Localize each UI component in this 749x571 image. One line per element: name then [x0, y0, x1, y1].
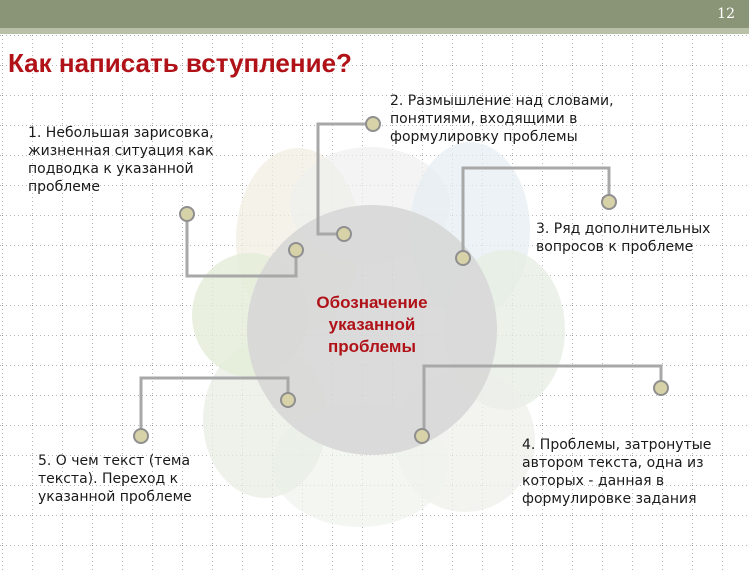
- node-dot-2a: [365, 116, 381, 132]
- node-dot-2b: [336, 226, 352, 242]
- node-dot-5b: [280, 392, 296, 408]
- slide-title: Как написать вступление?: [8, 48, 352, 78]
- connectors: [139, 122, 663, 436]
- item-1-label: 1. Небольшая зарисовка, жизненная ситуац…: [28, 125, 214, 195]
- node-dot-4a: [653, 380, 669, 396]
- connector-2: [316, 122, 373, 236]
- item-4-label: 4. Проблемы, затронутые автором текста, …: [522, 437, 712, 507]
- node-dot-5a: [133, 428, 149, 444]
- node-dot-3b: [455, 250, 471, 266]
- connector-5: [139, 376, 290, 436]
- node-dot-1b: [288, 242, 304, 258]
- connector-4: [422, 364, 663, 436]
- item-2-label: 2. Размышление над словами, понятиями, в…: [390, 93, 614, 145]
- node-dot-1a: [179, 206, 195, 222]
- slide-number: 12: [717, 6, 735, 22]
- item-5-label: 5. О чем текст (тема текста). Переход к …: [38, 453, 192, 505]
- header-band: 12: [0, 0, 749, 34]
- connector-3: [461, 166, 611, 258]
- node-dot-3a: [601, 194, 617, 210]
- node-dot-4b: [414, 428, 430, 444]
- connector-1: [185, 214, 298, 278]
- header-subband: [0, 28, 749, 34]
- center-circle: [247, 205, 497, 455]
- center-label: Обозначение указанной проблемы: [316, 293, 428, 356]
- item-3-label: 3. Ряд дополнительных вопросов к проблем…: [536, 221, 711, 255]
